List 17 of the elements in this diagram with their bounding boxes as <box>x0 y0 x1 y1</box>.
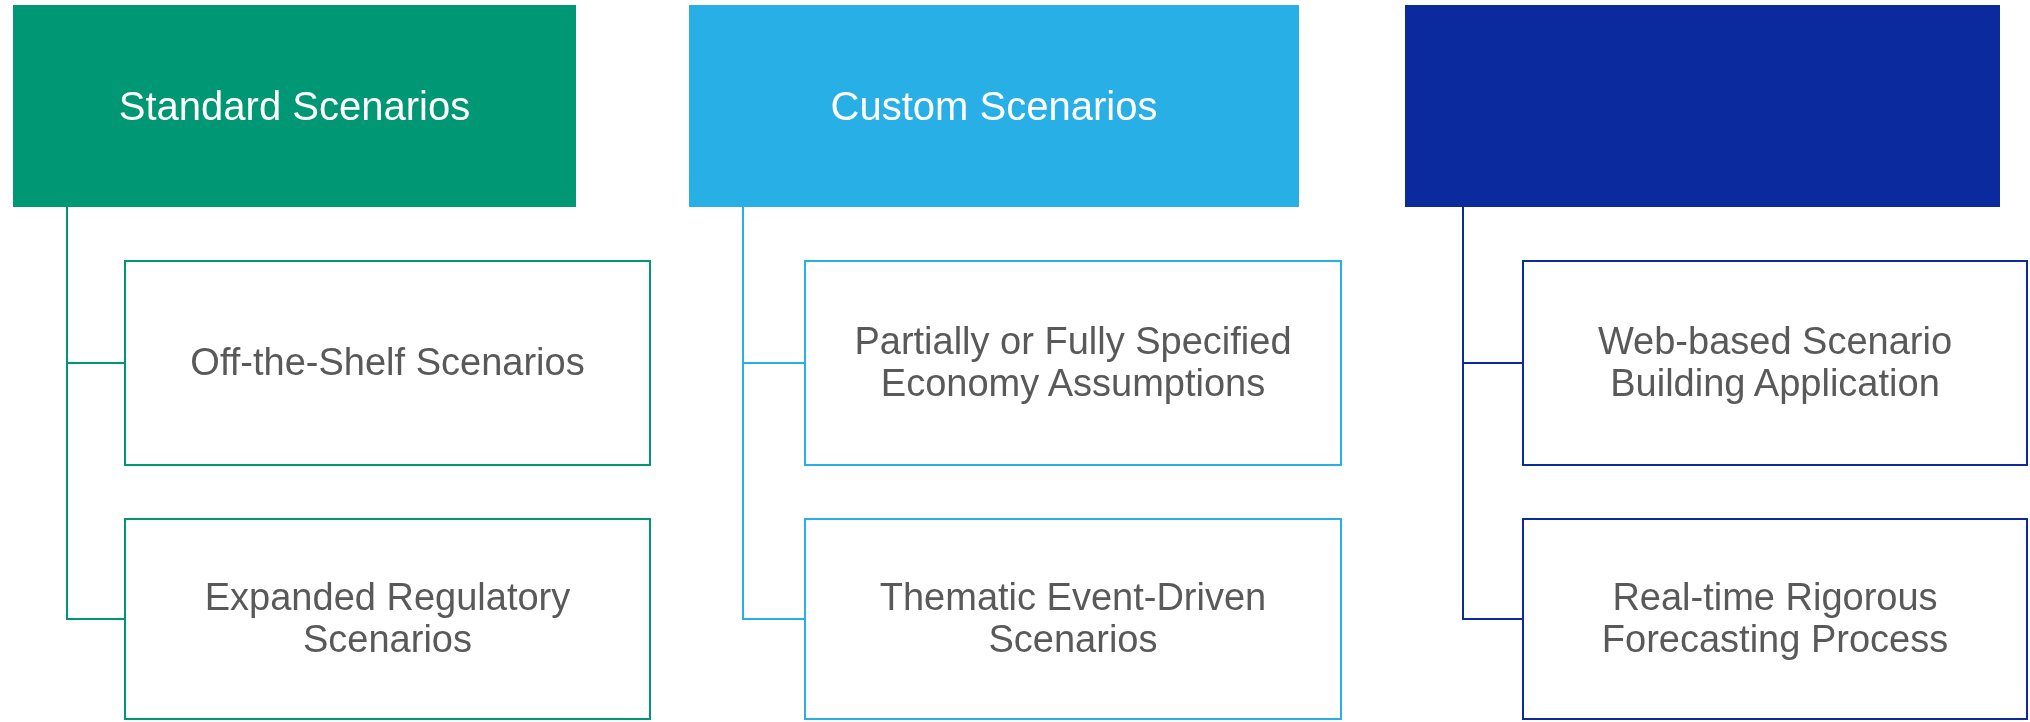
item-box <box>124 518 651 720</box>
item-text: Real-time Rigorous Forecasting Process <box>1600 577 1950 661</box>
item-text: Thematic Event-Driven Scenarios <box>878 577 1268 661</box>
category-header <box>689 5 1299 207</box>
item-text: Web-based Scenario Building Application <box>1596 321 1954 405</box>
item-box <box>1522 518 2028 720</box>
item-box <box>1522 260 2028 466</box>
category-header <box>13 5 576 207</box>
item-text: Expanded Regulatory Scenarios <box>203 577 572 661</box>
item-box <box>124 260 651 466</box>
item-text: Partially or Fully Specified Economy Assumptions <box>853 321 1293 405</box>
header-title: Custom Scenarios <box>830 83 1158 129</box>
header-title: Standard Scenarios <box>118 83 471 129</box>
category-header <box>1405 5 2000 207</box>
item-box <box>804 260 1342 466</box>
item-text: Off-the-Shelf Scenarios <box>190 342 585 384</box>
item-box <box>804 518 1342 720</box>
